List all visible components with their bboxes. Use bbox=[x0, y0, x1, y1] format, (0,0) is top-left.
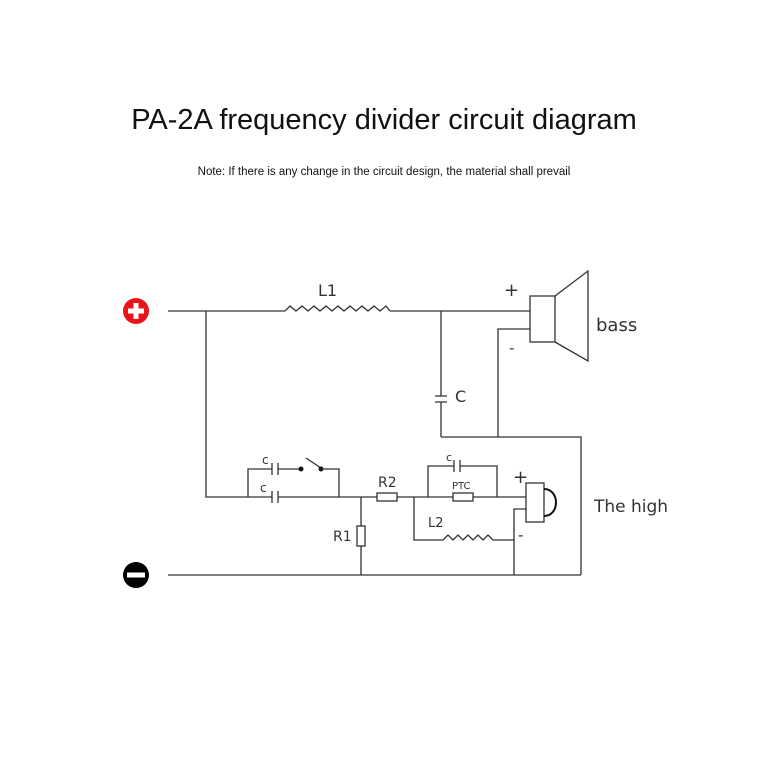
resistor-r2 bbox=[376, 492, 398, 502]
bass-speaker-icon bbox=[529, 269, 589, 363]
capacitor-c-bottom bbox=[271, 491, 279, 503]
label-l1: L1 bbox=[318, 281, 337, 300]
label-bass: bass bbox=[596, 315, 637, 336]
tweeter-speaker-icon bbox=[525, 482, 557, 523]
capacitor-c-high bbox=[453, 460, 461, 472]
wire-bass-minus bbox=[497, 328, 530, 437]
capacitor-c-top bbox=[271, 463, 279, 475]
label-high: The high bbox=[593, 497, 668, 517]
label-ptc: PTC bbox=[452, 481, 471, 492]
inductor-l2 bbox=[442, 534, 494, 541]
label-high-plus: + bbox=[513, 467, 528, 488]
label-r1: R1 bbox=[333, 529, 352, 545]
label-l2: L2 bbox=[428, 516, 444, 531]
inductor-l1 bbox=[284, 305, 391, 312]
switch bbox=[305, 457, 322, 469]
wire-l2 bbox=[413, 497, 443, 541]
page-note: Note: If there is any change in the circ… bbox=[197, 166, 571, 178]
wire-tweeter-minus bbox=[513, 508, 526, 575]
page-title: PA-2A frequency divider circuit diagram bbox=[131, 104, 637, 136]
positive-terminal-icon bbox=[123, 298, 149, 324]
wire-left-vertical bbox=[205, 311, 248, 498]
wire-cap-parallel bbox=[247, 468, 272, 497]
resistor-ptc bbox=[452, 492, 474, 502]
wire-ptc-parallel bbox=[427, 465, 454, 497]
label-bass-minus: - bbox=[509, 339, 514, 357]
label-c-top: c bbox=[262, 453, 269, 467]
label-c-bottom: c bbox=[260, 481, 267, 495]
negative-terminal-icon bbox=[123, 562, 149, 588]
resistor-r1 bbox=[356, 525, 366, 547]
label-r2: R2 bbox=[378, 475, 397, 491]
wire-bass-return bbox=[441, 436, 582, 575]
label-high-minus: - bbox=[518, 526, 523, 544]
label-bass-plus: + bbox=[504, 280, 519, 301]
label-c-high: c bbox=[446, 451, 452, 464]
label-c-bass: C bbox=[455, 387, 466, 406]
capacitor-c-bass bbox=[435, 395, 447, 403]
